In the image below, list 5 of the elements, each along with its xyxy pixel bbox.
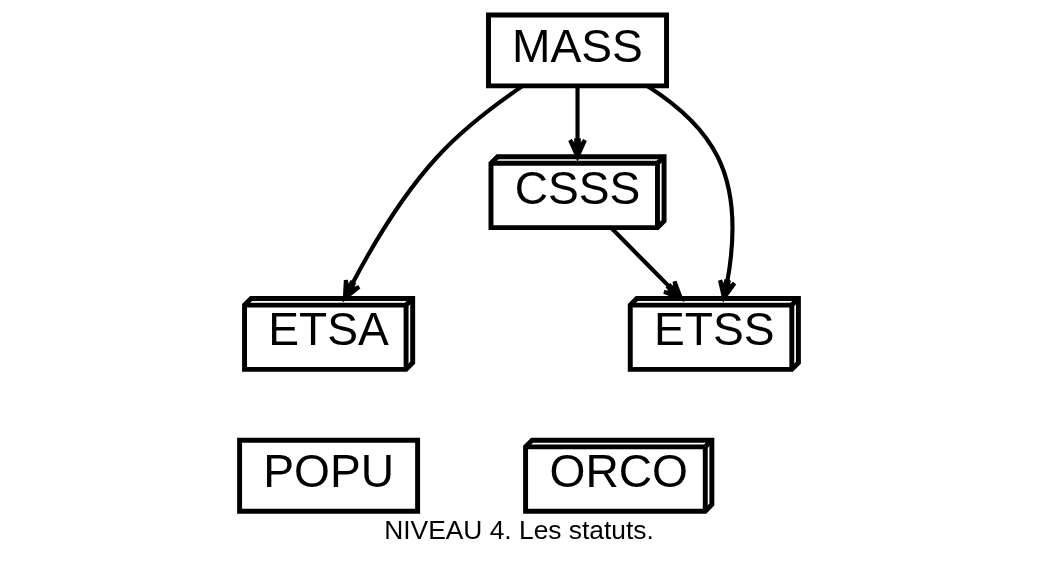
node-box: MASS <box>485 12 669 89</box>
caption: NIVEAU 4. Les statuts. <box>383 514 654 545</box>
arrow <box>609 226 683 301</box>
arrow <box>567 86 587 159</box>
node-box: POPU <box>236 437 420 514</box>
